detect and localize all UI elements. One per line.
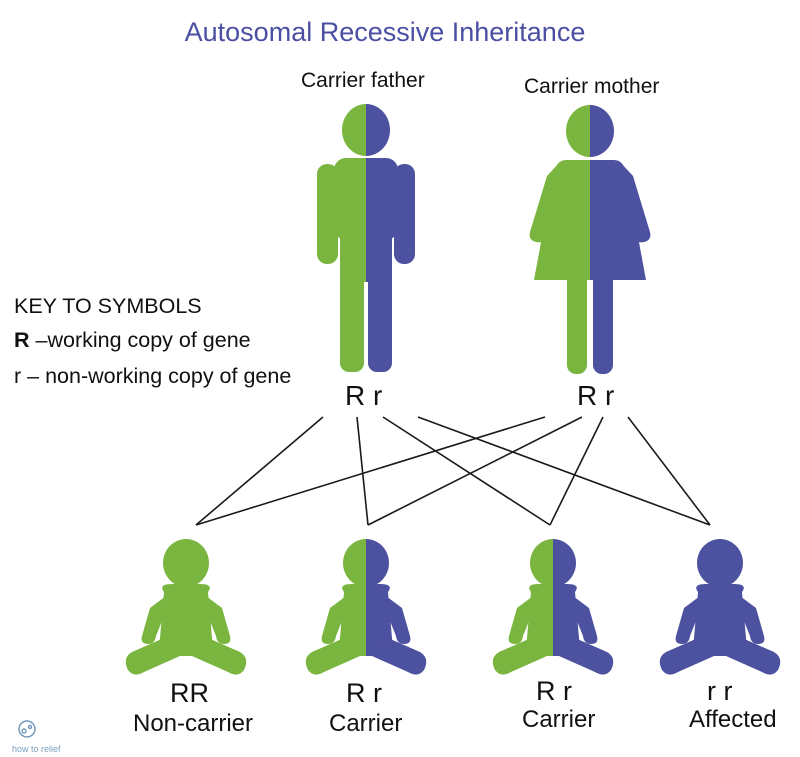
key-text-working: –working copy of gene xyxy=(29,328,251,352)
diagram-title: Autosomal Recessive Inheritance xyxy=(184,17,586,47)
child-3-label: Carrier xyxy=(522,706,596,733)
key-heading: KEY TO SYMBOLS xyxy=(14,294,202,318)
mother-genotype: R r xyxy=(577,380,615,411)
key-item-nonworking: r – non-working copy of gene xyxy=(14,364,291,389)
father-label: Carrier father xyxy=(301,69,425,92)
key-symbol-working: R xyxy=(14,328,30,352)
child-noncarrier-icon xyxy=(125,539,247,675)
father-genotype: R r xyxy=(345,380,383,411)
key-text-nonworking: – non-working copy of gene xyxy=(21,364,292,388)
child-2-genotype: R r xyxy=(346,678,382,708)
child-4-genotype: r r xyxy=(707,676,733,706)
child-2-label: Carrier xyxy=(329,710,403,737)
child-carrier-1-icon xyxy=(305,539,427,675)
child-4-label: Affected xyxy=(689,706,777,733)
father-figure-icon xyxy=(317,104,415,372)
mother-label: Carrier mother xyxy=(524,75,660,98)
inheritance-lines xyxy=(195,416,711,526)
child-carrier-2-icon xyxy=(492,539,614,675)
watermark-text: how to relief xyxy=(12,744,61,754)
child-affected-icon xyxy=(659,539,781,675)
child-1-label: Non-carrier xyxy=(133,710,254,737)
key-item-working: R –working copy of gene xyxy=(14,328,251,353)
child-3-genotype: R r xyxy=(536,676,572,706)
key-symbol-nonworking: r xyxy=(14,364,22,388)
child-1-genotype: RR xyxy=(170,678,209,708)
logo-icon xyxy=(18,720,36,738)
mother-figure-icon xyxy=(529,105,651,374)
